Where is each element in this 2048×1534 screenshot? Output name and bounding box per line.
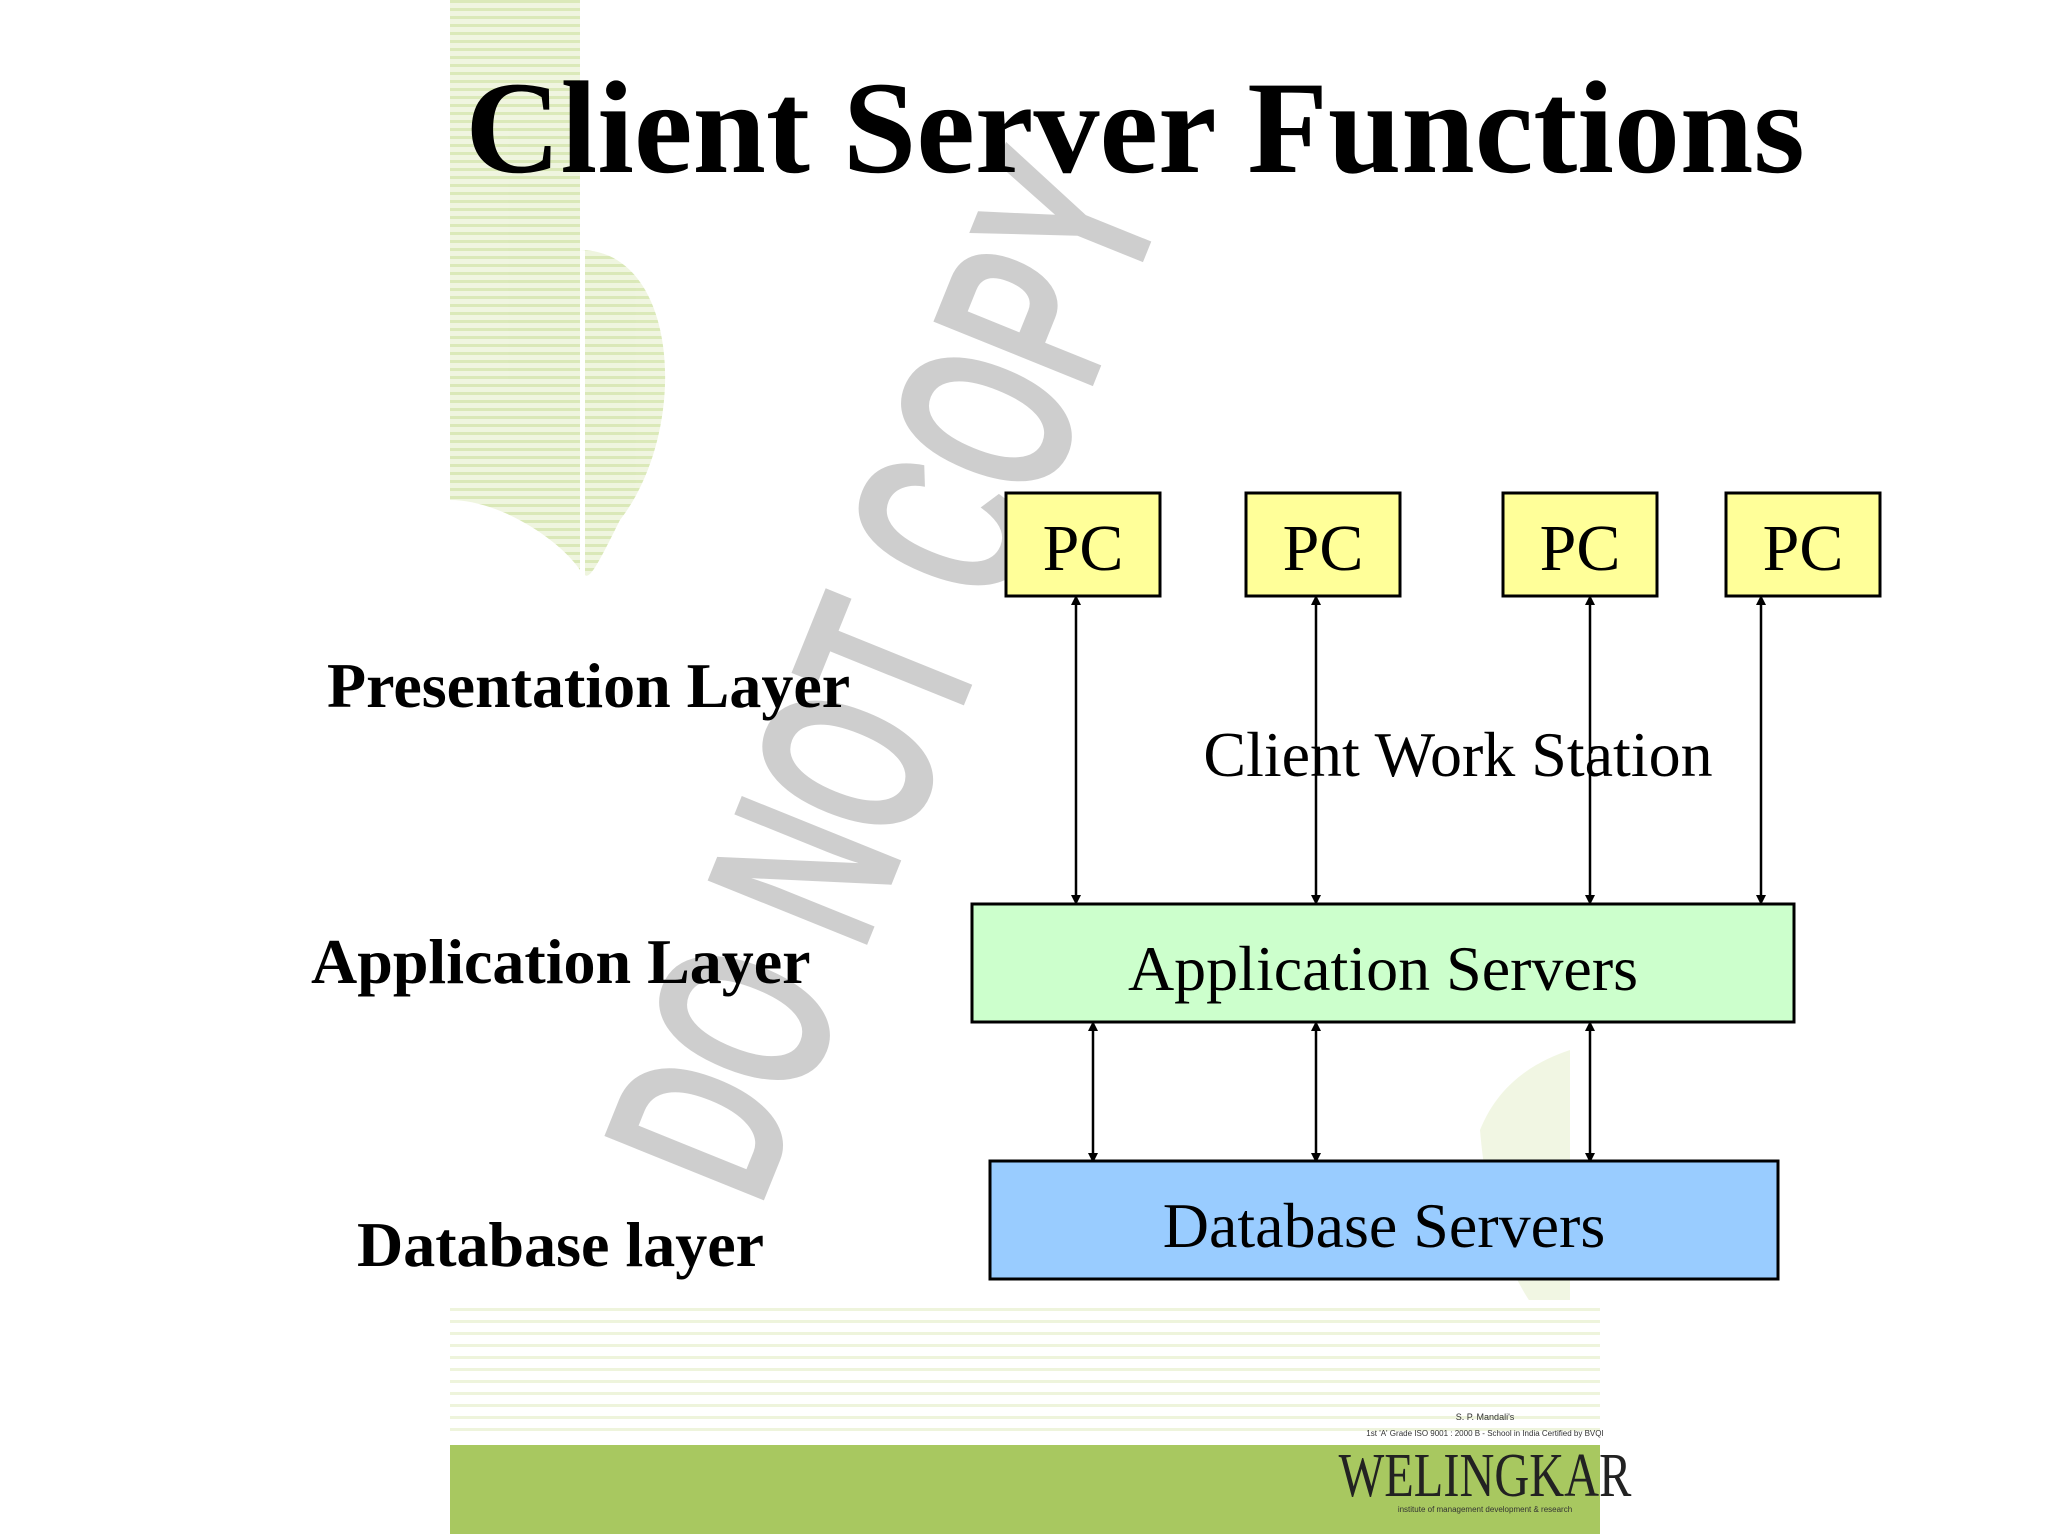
pc-label: PC — [1540, 512, 1621, 585]
application-layer-label: Application Layer — [311, 926, 811, 997]
application-servers-box: Application Servers — [970, 902, 1796, 1024]
pc-label: PC — [1043, 512, 1124, 585]
pc-box-1: PC — [1004, 491, 1162, 598]
database-servers-label: Database Servers — [1163, 1190, 1605, 1261]
pc-label: PC — [1763, 512, 1844, 585]
logo-brand: WELINGKAR — [1339, 1441, 1632, 1510]
database-servers-box: Database Servers — [988, 1159, 1780, 1281]
welingkar-logo: S. P. Mandali's 1st 'A' Grade ISO 9001 :… — [1339, 1412, 1632, 1514]
app-db-arrows — [1088, 1021, 1595, 1163]
application-servers-label: Application Servers — [1128, 933, 1638, 1004]
pc-label: PC — [1283, 512, 1364, 585]
pc-box-2: PC — [1244, 491, 1402, 598]
client-work-station-label: Client Work Station — [1203, 719, 1712, 790]
database-layer-label: Database layer — [357, 1209, 765, 1280]
logo-tagline: institute of management development & re… — [1398, 1505, 1572, 1514]
pc-box-3: PC — [1501, 491, 1659, 598]
logo-top-line: S. P. Mandali's — [1456, 1412, 1515, 1422]
presentation-layer-label: Presentation Layer — [327, 650, 851, 721]
pc-box-4: PC — [1724, 491, 1882, 598]
slide-title: Client Server Functions — [465, 54, 1805, 201]
logo-cert-line: 1st 'A' Grade ISO 9001 : 2000 B - School… — [1366, 1429, 1603, 1438]
bottom-band — [450, 1445, 1600, 1534]
bottom-stripes — [450, 1300, 1600, 1440]
client-app-arrows — [1071, 595, 1766, 905]
decorative-quote-top — [450, 0, 666, 576]
